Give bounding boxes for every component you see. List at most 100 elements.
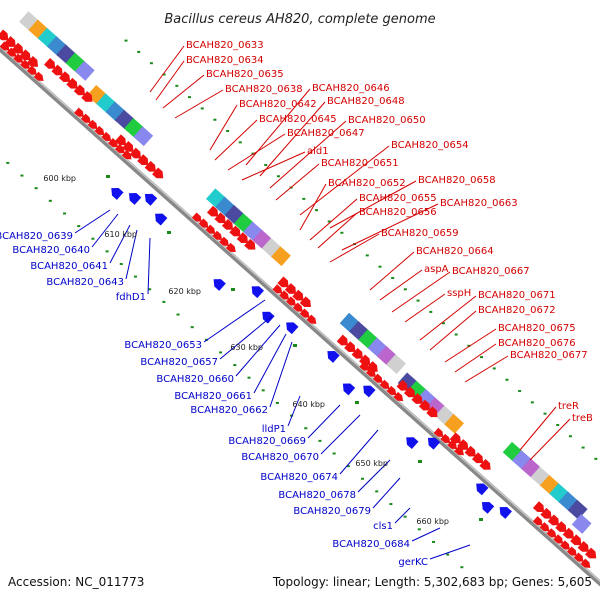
- inner-dot: [219, 351, 223, 354]
- forward-gene-arrow: [393, 391, 404, 402]
- gene-label: BCAH820_0650: [348, 115, 426, 126]
- label-connectors: [74, 45, 571, 560]
- gene-label: BCAH820_0639: [0, 231, 73, 242]
- forward-gene-arrow: [372, 373, 383, 383]
- reverse-gene-arrow: [128, 193, 142, 205]
- tick-label: 660 kbp: [416, 517, 449, 526]
- gene-label: BCAH820_0663: [440, 198, 518, 209]
- outer-dot: [518, 390, 522, 393]
- tick-mark: [479, 518, 483, 521]
- gene-label: BCAH820_0671: [478, 290, 556, 301]
- outer-dot: [175, 84, 179, 87]
- inner-dot: [176, 313, 180, 316]
- connector-line: [147, 237, 151, 295]
- forward-gene-arrow: [580, 558, 591, 568]
- inner-dot: [20, 174, 24, 177]
- gene-labels: BCAH820_0633BCAH820_0634BCAH820_0635BCAH…: [0, 40, 593, 568]
- forward-gene-arrow: [299, 308, 310, 318]
- genome-backbone: [0, 45, 600, 587]
- forward-gene-arrow: [540, 507, 552, 519]
- inner-dot: [162, 300, 166, 303]
- outer-dot: [594, 457, 598, 460]
- inner-dot: [34, 187, 38, 190]
- forward-gene-arrow: [152, 167, 164, 179]
- inner-dot: [346, 465, 350, 468]
- gene-label: BCAH820_0658: [418, 175, 496, 186]
- forward-gene-arrow: [33, 71, 44, 81]
- connector-line: [214, 119, 258, 161]
- forward-gene-arrow: [87, 119, 98, 130]
- outer-dot: [441, 322, 445, 325]
- connector-line: [357, 459, 391, 493]
- connector-line: [529, 418, 571, 461]
- forward-gene-arrow: [418, 399, 431, 411]
- forward-gene-arrow: [359, 354, 371, 366]
- forward-gene-arrow: [20, 59, 30, 69]
- connector-line: [125, 229, 138, 280]
- gene-label: BCAH820_0679: [293, 506, 371, 517]
- gene-label: sspH: [447, 288, 471, 299]
- forward-gene-arrow: [306, 314, 317, 324]
- forward-gene-arrow: [284, 283, 297, 294]
- connector-line: [369, 251, 415, 291]
- reverse-gene-arrow: [286, 322, 299, 335]
- inner-dot: [417, 528, 421, 531]
- gene-label: BCAH820_0672: [478, 305, 556, 316]
- forward-gene-arrow: [144, 160, 156, 172]
- forward-gene-arrow: [539, 522, 550, 532]
- connector-line: [245, 88, 311, 166]
- forward-gene-arrow: [292, 289, 304, 301]
- outer-dot: [200, 107, 204, 110]
- gene-label: BCAH820_0651: [321, 158, 399, 169]
- outer-dot: [327, 220, 331, 223]
- map-title: Bacillus cereus AH820, complete genome: [164, 12, 435, 27]
- forward-gene-arrow: [560, 540, 570, 550]
- gene-label: BCAH820_0659: [381, 228, 459, 239]
- reverse-gene-arrow: [363, 385, 376, 398]
- connector-line: [444, 328, 497, 363]
- outer-dot: [149, 62, 153, 65]
- gene-label: treB: [572, 413, 593, 424]
- forward-gene-arrow: [454, 445, 464, 456]
- gene-label: BCAH820_0670: [241, 452, 319, 463]
- forward-gene-arrow: [205, 224, 216, 234]
- connector-line: [519, 406, 557, 451]
- inner-dot: [361, 477, 365, 480]
- forward-gene-arrow: [479, 458, 491, 470]
- outer-dot: [264, 163, 268, 166]
- outer-dot: [365, 254, 369, 257]
- summary-text: Topology: linear; Length: 5,302,683 bp; …: [272, 575, 592, 589]
- forward-gene-arrow: [546, 528, 557, 538]
- connector-line: [429, 310, 477, 351]
- gene-label: BCAH820_0661: [174, 391, 252, 402]
- tick-mark: [231, 288, 235, 291]
- tick-mark: [293, 344, 297, 347]
- connector-line: [91, 213, 119, 248]
- forward-gene-arrow: [191, 212, 202, 222]
- inner-dot: [304, 427, 308, 430]
- connector-line: [149, 45, 185, 93]
- forward-gene-arrow: [547, 514, 560, 526]
- forward-gene-arrow: [108, 137, 118, 148]
- reverse-gene-arrow: [155, 213, 168, 226]
- outer-dot: [505, 378, 509, 381]
- outer-dot: [302, 197, 306, 200]
- forward-gene-arrow: [0, 41, 10, 51]
- forward-gene-arrow: [0, 29, 9, 41]
- forward-gene-arrow: [292, 302, 303, 312]
- gene-label: BCAH820_0653: [124, 340, 202, 351]
- gene-label: BCAH820_0633: [186, 40, 264, 51]
- connector-line: [307, 404, 341, 439]
- connector-line: [391, 271, 451, 313]
- inner-dot: [48, 199, 52, 202]
- forward-gene-arrow: [66, 77, 78, 89]
- forward-gene-arrow: [573, 552, 584, 562]
- connector-line: [454, 343, 497, 373]
- inner-dot: [233, 364, 237, 367]
- outer-dot: [226, 130, 230, 133]
- connector-line: [429, 544, 471, 560]
- tick-label: 630 kbp: [230, 343, 263, 352]
- forward-gene-arrow: [137, 154, 149, 166]
